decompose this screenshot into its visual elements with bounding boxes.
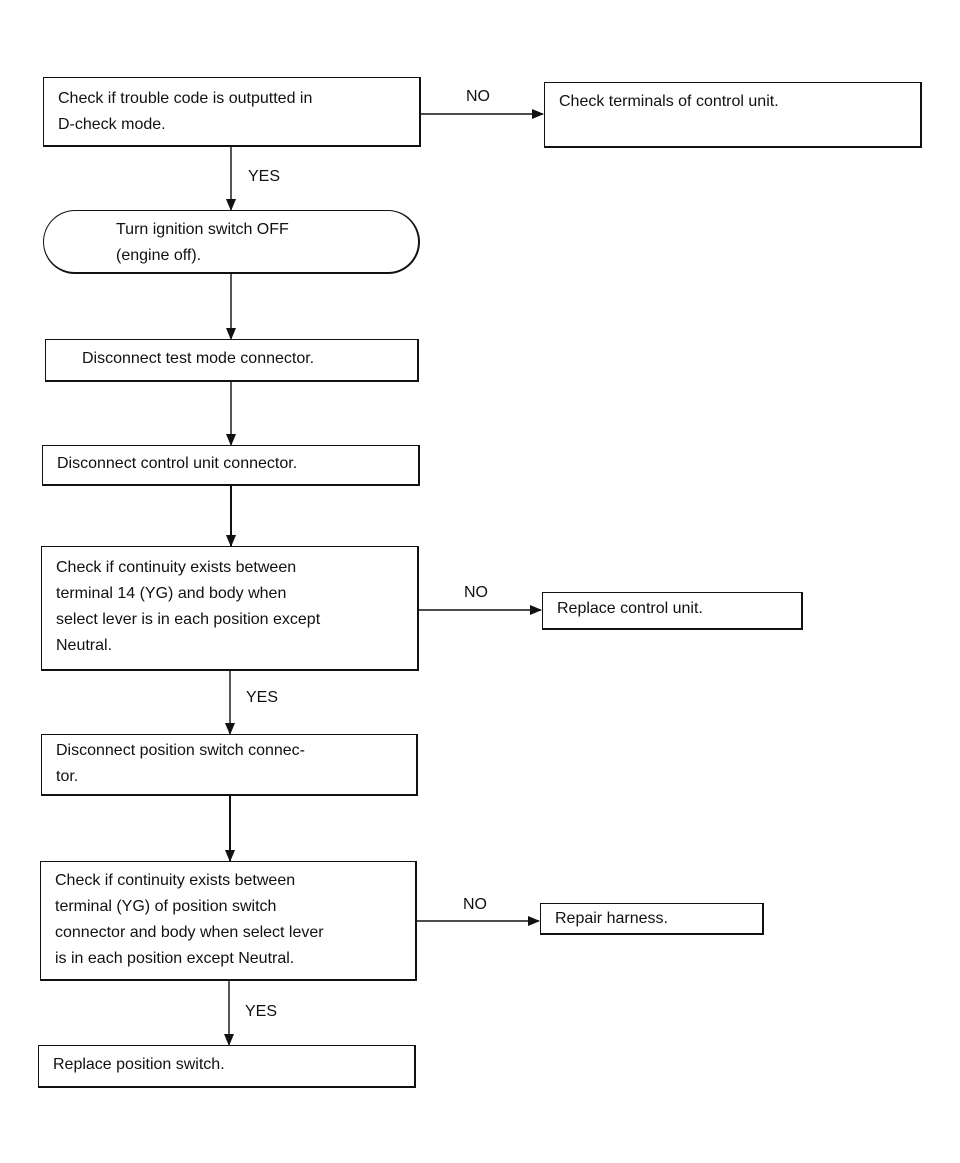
step-check-terminals: Check terminals of control unit. [544,82,922,148]
step-check-continuity-14: Check if continuity exists between termi… [41,546,419,671]
step-disconnect-position-switch: Disconnect position switch connec- tor. [41,734,418,796]
label-no-2: NO [464,584,488,601]
step-check-continuity-yg: Check if continuity exists between termi… [40,861,417,981]
step-replace-position-switch: Replace position switch. [38,1045,416,1088]
label-yes-2: YES [246,689,279,706]
label-no-3: NO [463,896,487,913]
step-disconnect-control-unit: Disconnect control unit connector. [42,445,420,486]
step-repair-harness: Repair harness. [540,903,764,935]
step-turn-ignition-off: Turn ignition switch OFF (engine off). [43,210,420,274]
step-replace-control-unit: Replace control unit. [542,592,803,630]
label-yes-3: YES [245,1003,278,1020]
label-yes-1: YES [248,168,281,185]
step-disconnect-test-mode: Disconnect test mode connector. [45,339,419,382]
step-check-trouble-code: Check if trouble code is outputted in D-… [43,77,421,147]
label-no-1: NO [466,88,490,105]
